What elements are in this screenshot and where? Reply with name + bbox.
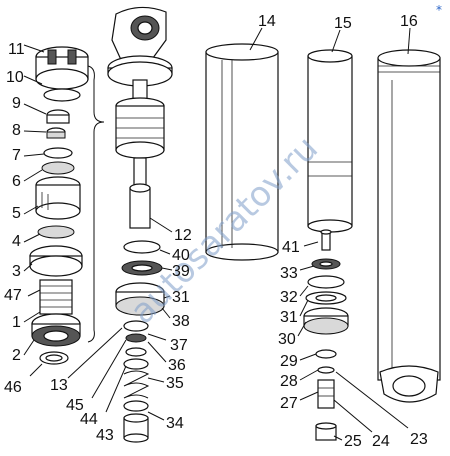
- tube-15: [307, 49, 353, 233]
- callout-35: 34: [166, 415, 184, 432]
- callout-2: 2: [12, 347, 21, 364]
- callout-6: 6: [12, 173, 21, 190]
- callout-34: 41: [282, 239, 300, 256]
- callout-5: 5: [12, 205, 21, 222]
- callout-13: 13: [50, 377, 68, 394]
- callout-7: 7: [12, 147, 21, 164]
- callout-9: 9: [12, 95, 21, 112]
- callout-1: 1: [12, 314, 21, 331]
- callout-39: 38: [172, 313, 190, 330]
- corner-logo-mark: *: [436, 3, 442, 17]
- callout-3: 3: [12, 263, 21, 280]
- base-valve-stack: [303, 229, 349, 441]
- callout-16: 16: [400, 13, 418, 30]
- leader-lines: [23, 27, 411, 441]
- callout-27: 27: [280, 395, 298, 412]
- callout-12: 12: [174, 227, 192, 244]
- callout-40: 39: [172, 263, 190, 280]
- callout-31-center: 31: [172, 289, 190, 306]
- callout-45: 45: [66, 397, 84, 414]
- callout-11: 11: [8, 41, 25, 58]
- callout-46: 46: [4, 379, 22, 396]
- center-rod-assembly: [107, 6, 173, 443]
- reservoir-16: [377, 49, 441, 403]
- callout-36: 35: [166, 375, 184, 392]
- callout-29: 29: [280, 353, 298, 370]
- callout-44: 44: [80, 411, 98, 428]
- callout-23: 23: [410, 431, 428, 448]
- callout-14: 14: [258, 13, 276, 30]
- callout-labels: 11 10 9 8 7 6 5 4 3 47 1 2 46 13 45 44 4…: [4, 13, 428, 450]
- callout-24: 24: [372, 433, 390, 450]
- callout-38: 37: [170, 337, 188, 354]
- callout-8: 8: [12, 122, 21, 139]
- callout-41: 40: [172, 247, 190, 264]
- grouping-bracket: [87, 65, 105, 343]
- left-valve-stack: [29, 46, 89, 365]
- callout-15: 15: [334, 15, 352, 32]
- cylinder-14: [205, 43, 279, 261]
- callout-32: 32: [280, 289, 298, 306]
- callout-28: 28: [280, 373, 298, 390]
- callout-31: 31: [280, 309, 298, 326]
- callout-47: 47: [4, 287, 22, 304]
- callout-10: 10: [6, 69, 24, 86]
- callout-4: 4: [12, 233, 21, 250]
- callout-33: 33: [280, 265, 298, 282]
- callout-43: 43: [96, 427, 114, 444]
- callout-25: 25: [344, 433, 362, 450]
- callout-37: 36: [168, 357, 186, 374]
- callout-30: 30: [278, 331, 296, 348]
